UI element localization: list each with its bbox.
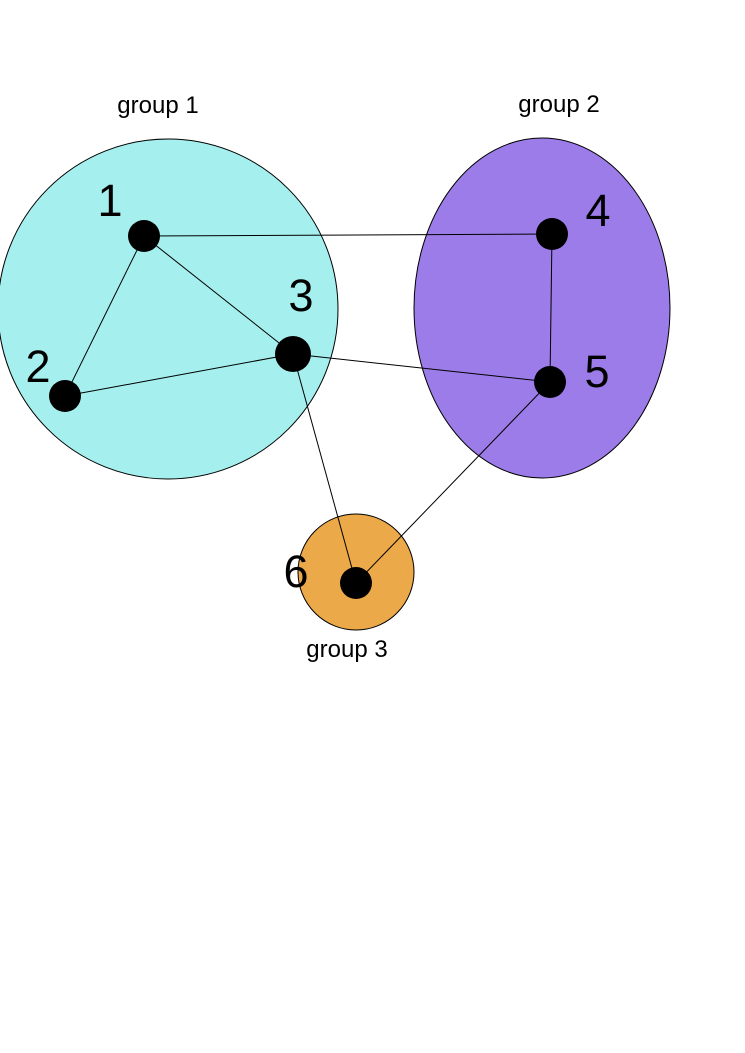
node-5 (534, 366, 566, 398)
edge-4-5 (549, 233, 553, 383)
edge-3-5 (292, 353, 551, 383)
node-4-label: 4 (585, 185, 610, 236)
group-3-label: group 3 (306, 636, 387, 663)
node-6 (340, 567, 372, 599)
node-5-label: 5 (584, 346, 609, 397)
edge-5-6 (355, 381, 551, 584)
edge-1-3 (143, 235, 294, 355)
group-1-label: group 1 (117, 92, 198, 119)
edge-2-3 (64, 353, 294, 397)
node-2-label: 2 (25, 341, 50, 392)
group-2-region (413, 137, 671, 479)
node-1 (128, 220, 160, 252)
node-3-label: 3 (288, 270, 313, 321)
group-1-region (0, 138, 339, 480)
node-2 (49, 380, 81, 412)
group-2-label: group 2 (518, 91, 599, 118)
node-6-label: 6 (283, 546, 308, 597)
node-1-label: 1 (97, 175, 122, 226)
edge-1-2 (64, 235, 145, 397)
edge-3-6 (292, 353, 357, 584)
node-4 (536, 218, 568, 250)
edge-1-4 (143, 233, 553, 237)
node-3 (275, 336, 311, 372)
